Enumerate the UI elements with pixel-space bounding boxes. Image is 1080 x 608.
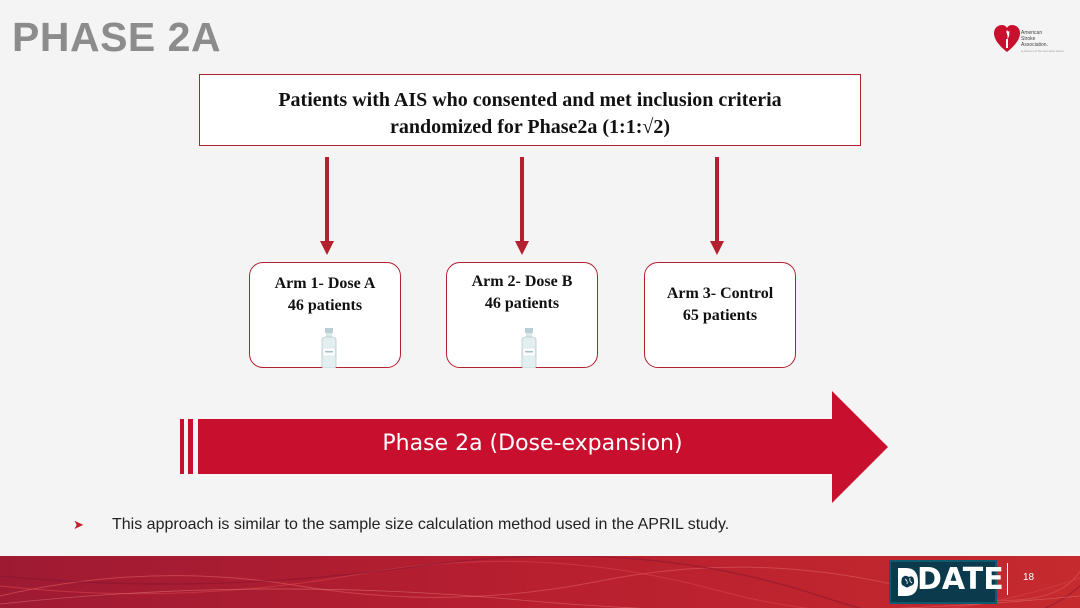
randomization-box: Patients with AIS who consented and met … [199,74,861,146]
arrow-down-arm-2 [515,157,529,255]
heart-torch-logo-icon [994,25,1020,52]
arm-3-box: Arm 3- Control 65 patients [644,262,796,368]
arrow-down-arm-1 [320,157,334,255]
logo-subline: A division of the American Heart Associa… [1021,49,1064,52]
vial-icon [521,328,537,368]
footnote-text: This approach is similar to the sample s… [112,516,730,533]
footer-divider [1007,563,1008,595]
arm-3-label: Arm 3- Control [666,285,774,302]
page-number: 18 [1023,572,1035,583]
randomization-line-1: Patients with AIS who consented and met … [278,89,782,111]
arm-1-box: Arm 1- Dose A 46 patients [249,262,401,368]
arm-1-label: Arm 1- Dose A [274,275,376,292]
date-logo-box [889,560,997,604]
arm-2-patients: 46 patients [484,295,560,312]
vial-icon [321,328,337,368]
brain-icon [898,568,918,596]
date-logo-text: DATE [917,562,1004,597]
logo-wordmark: American Stroke Association. [1021,30,1048,48]
slide-title: PHASE 2A [12,14,222,60]
randomization-line-2: randomized for Phase2a (1:1:√2) [389,116,670,138]
arrow-bullet-icon: ➤ [73,517,84,532]
arm-1-patients: 46 patients [287,297,363,314]
arrow-down-arm-3 [710,157,724,255]
arm-3-patients: 65 patients [682,307,758,324]
phase-banner-label: Phase 2a (Dose-expansion) [382,431,683,456]
arm-2-label: Arm 2- Dose B [471,273,573,290]
phase-2a-arrow [180,391,888,503]
